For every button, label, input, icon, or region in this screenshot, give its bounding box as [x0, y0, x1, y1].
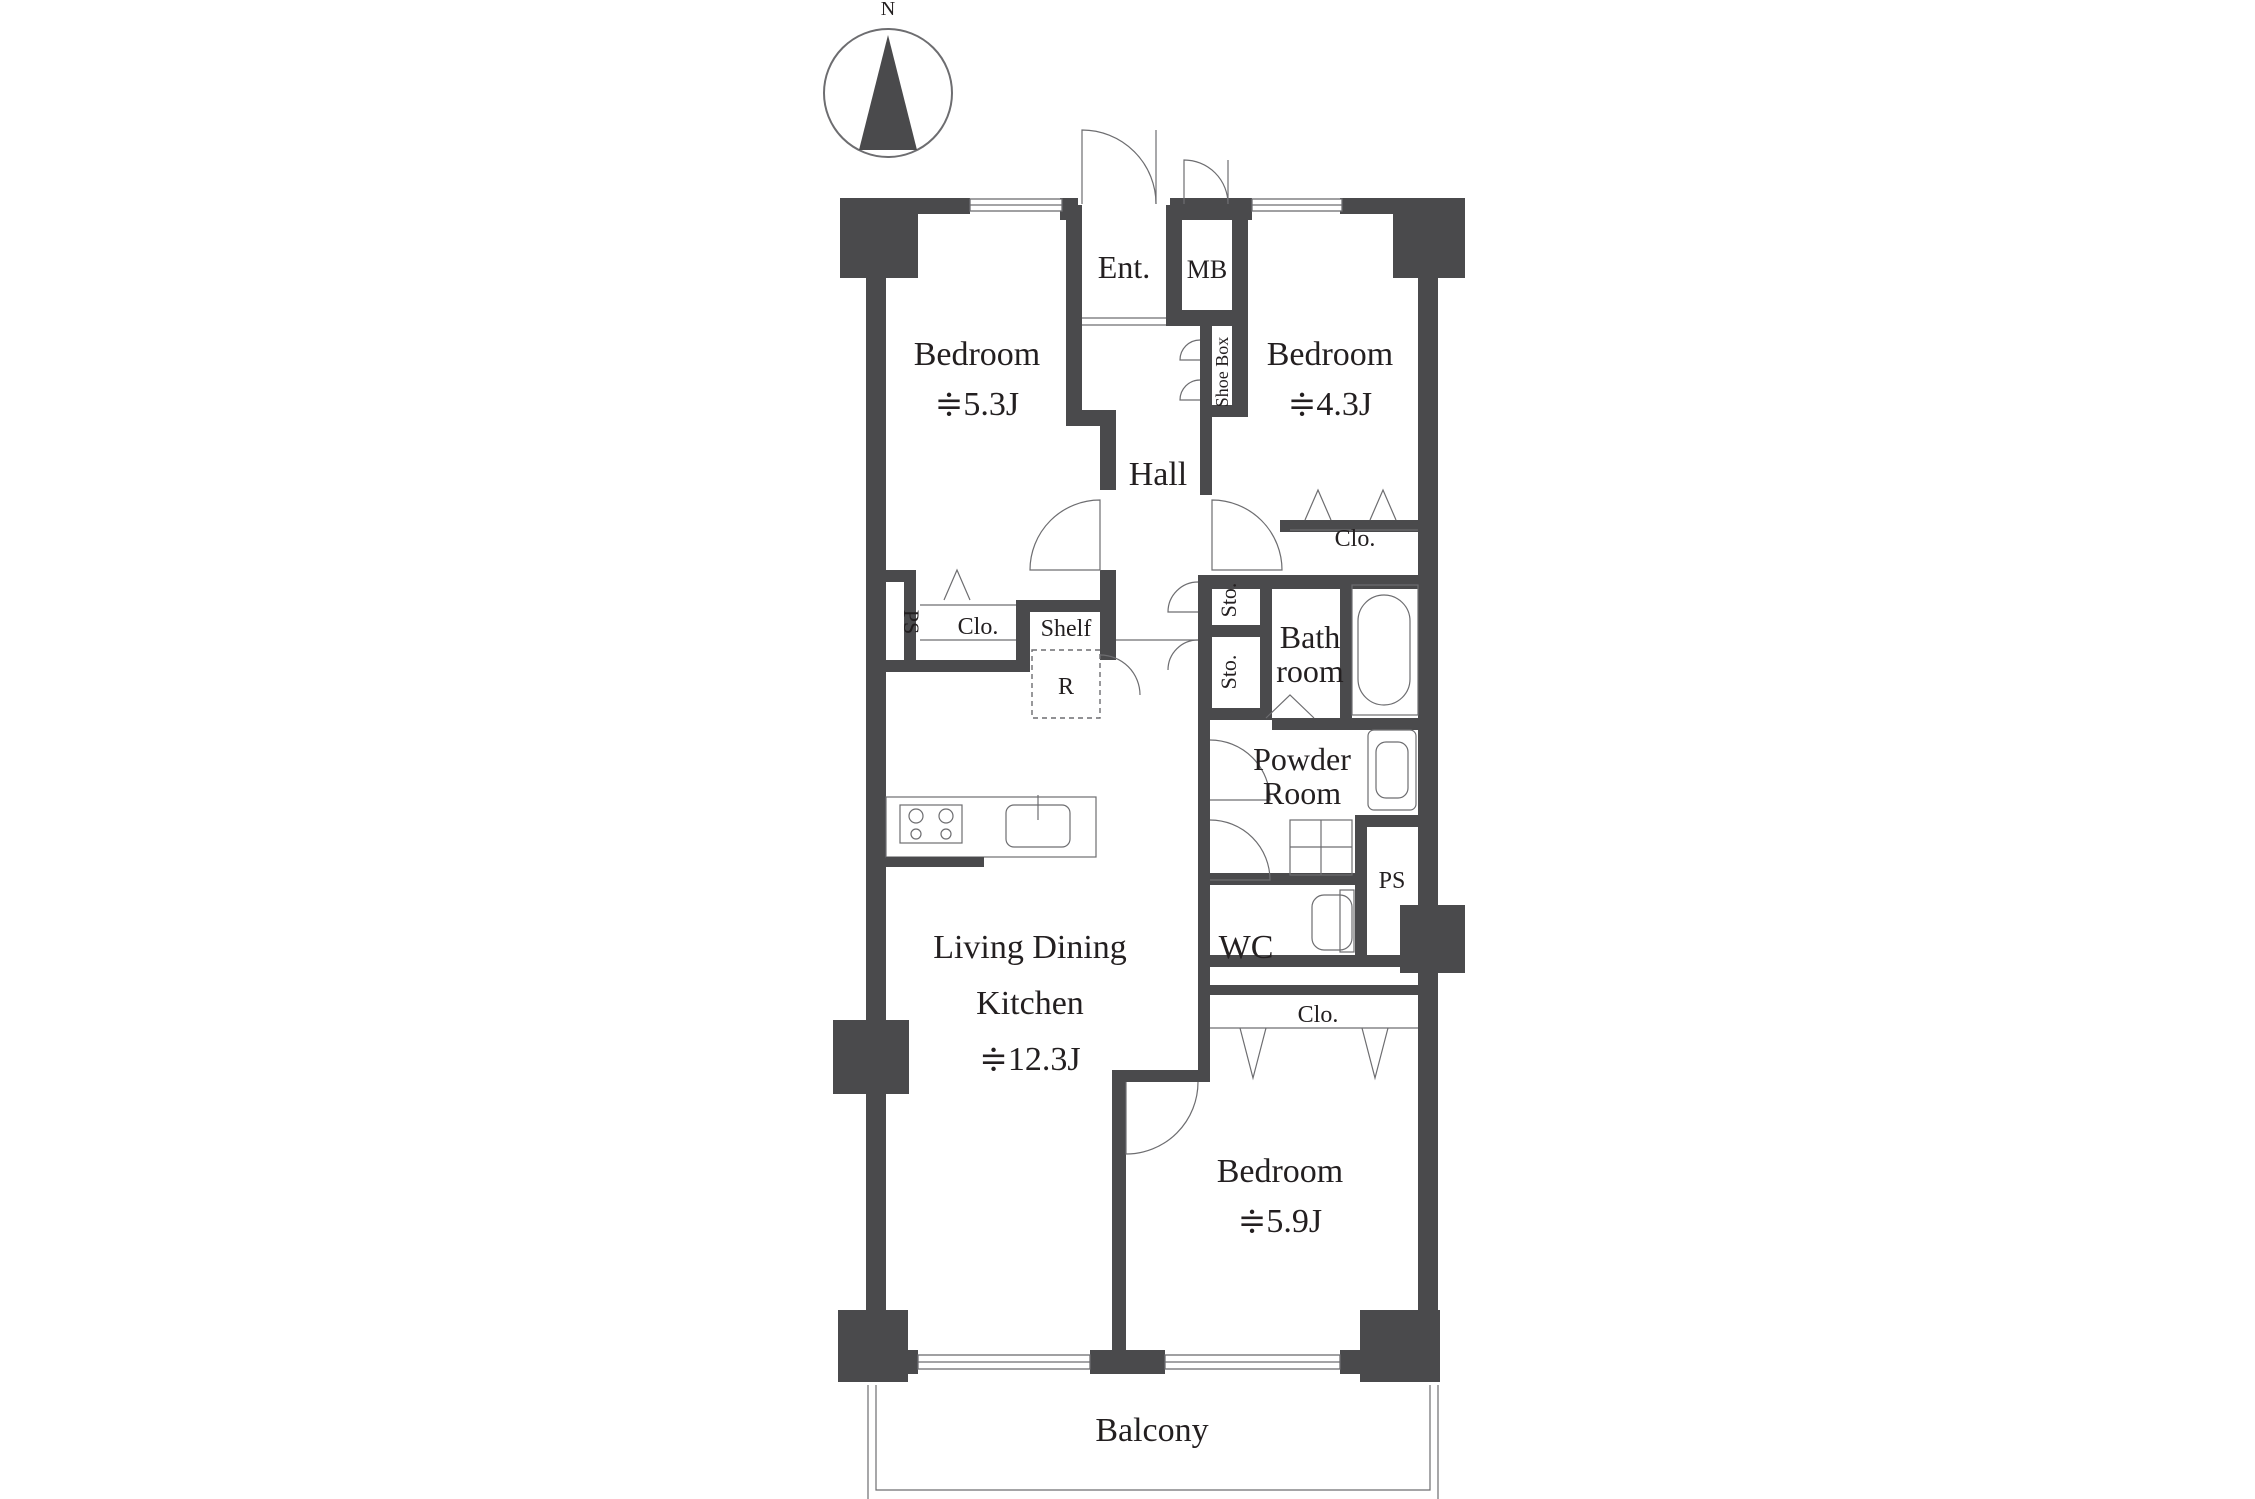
- meter-box-label: MB: [1187, 255, 1227, 284]
- storage-1-label: Sto.: [1216, 583, 1241, 618]
- pipe-space-e-label: PS: [1379, 868, 1406, 894]
- wc-label: WC: [1219, 929, 1274, 966]
- refrigerator-label: R: [1058, 674, 1074, 700]
- refrigerator-space: [1031, 649, 1101, 719]
- doors: [943, 129, 1397, 1155]
- bedroom-nw-name: Bedroom: [914, 336, 1041, 373]
- bedroom-s-name: Bedroom: [1217, 1153, 1344, 1190]
- north-label: N: [881, 0, 895, 20]
- balcony-rail-inner: [875, 1385, 1431, 1491]
- closet-s-label: Clo.: [1298, 1002, 1339, 1028]
- bedroom-ne-door: [1211, 499, 1283, 571]
- closet-w-label: Clo.: [958, 614, 999, 640]
- wc-door: [1209, 819, 1271, 881]
- shelf-label: Shelf: [1041, 616, 1092, 642]
- compass: N: [823, 0, 953, 158]
- balcony: Balcony: [867, 1385, 1439, 1499]
- balcony-label: Balcony: [1095, 1412, 1208, 1449]
- ldk-label-2: Kitchen: [976, 985, 1084, 1022]
- toilet: [1311, 894, 1353, 951]
- fixtures: [1031, 584, 1419, 953]
- north-arrow-icon: [859, 35, 917, 150]
- bedroom-s-size: ≑5.9J: [1238, 1203, 1322, 1240]
- exterior-walls: [833, 198, 1465, 1382]
- bedroom-ne-size: ≑4.3J: [1288, 386, 1372, 423]
- powder-room-label-2: Room: [1263, 775, 1341, 811]
- entrance-label: Ent.: [1098, 249, 1150, 285]
- washbasin: [1367, 729, 1417, 811]
- ldk-size: ≑12.3J: [979, 1041, 1080, 1078]
- bedroom-nw-door: [1029, 499, 1101, 571]
- bathroom-label-1: Bath: [1280, 619, 1340, 655]
- balcony-rail-outer: [867, 1385, 1439, 1499]
- kitchen-counter: [885, 796, 1097, 858]
- bedroom-s-door: [1125, 1081, 1199, 1155]
- bedroom-nw-size: ≑5.3J: [935, 386, 1019, 423]
- entry-door: [1081, 129, 1157, 205]
- bathtub: [1351, 584, 1419, 716]
- closet-ne-label: Clo.: [1335, 526, 1376, 552]
- shoe-box-label: Shoe Box: [1212, 337, 1232, 408]
- windows: [917, 198, 1343, 1370]
- mb-door: [1183, 159, 1229, 205]
- pipe-space-w-label: PS: [899, 610, 924, 634]
- storage-2-label: Sto.: [1216, 655, 1241, 690]
- powder-room-label-1: Powder: [1253, 741, 1351, 777]
- hall-label: Hall: [1129, 456, 1188, 493]
- interior-walls: [885, 205, 1443, 1360]
- ldk-label-1: Living Dining: [933, 929, 1127, 966]
- room-labels: Ent. MB Shoe Box Hall Bedroom ≑5.3J Bedr…: [899, 249, 1405, 1240]
- powder-room-door: [1209, 739, 1271, 801]
- bathroom-label-2: room: [1276, 653, 1344, 689]
- bedroom-ne-name: Bedroom: [1267, 336, 1394, 373]
